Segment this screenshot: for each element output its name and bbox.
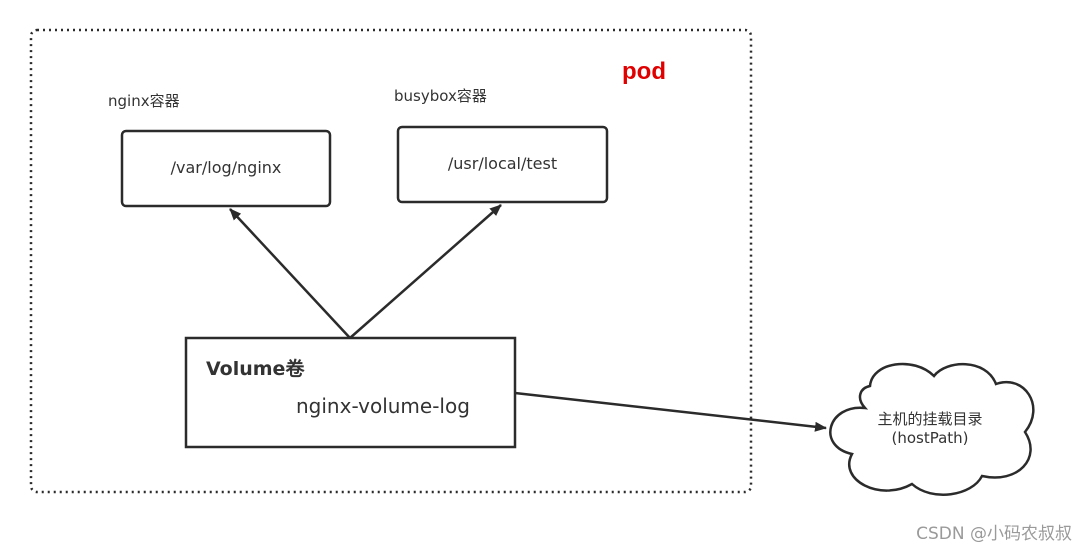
pod-boundary [29, 28, 753, 494]
arrow-volume-to-busybox [349, 204, 502, 339]
arrow-volume-to-host [514, 391, 827, 432]
host-cloud-sublabel: (hostPath) [891, 429, 969, 447]
watermark: CSDN @小码农叔叔 [916, 524, 1072, 544]
arrow-volume-to-nginx [229, 208, 351, 339]
busybox-mount-path: /usr/local/test [447, 154, 558, 173]
volume-title: Volume卷 [206, 358, 305, 380]
busybox-container-box [396, 125, 609, 204]
host-cloud-shape [829, 362, 1035, 496]
host-cloud-label: 主机的挂载目录 [877, 410, 983, 428]
nginx-container-label: nginx容器 [108, 92, 180, 110]
pod-label: pod [622, 58, 666, 85]
nginx-container-box [120, 129, 332, 208]
nginx-mount-path: /var/log/nginx [170, 158, 282, 177]
busybox-container-label: busybox容器 [394, 87, 487, 105]
volume-name: nginx-volume-log [296, 394, 470, 418]
